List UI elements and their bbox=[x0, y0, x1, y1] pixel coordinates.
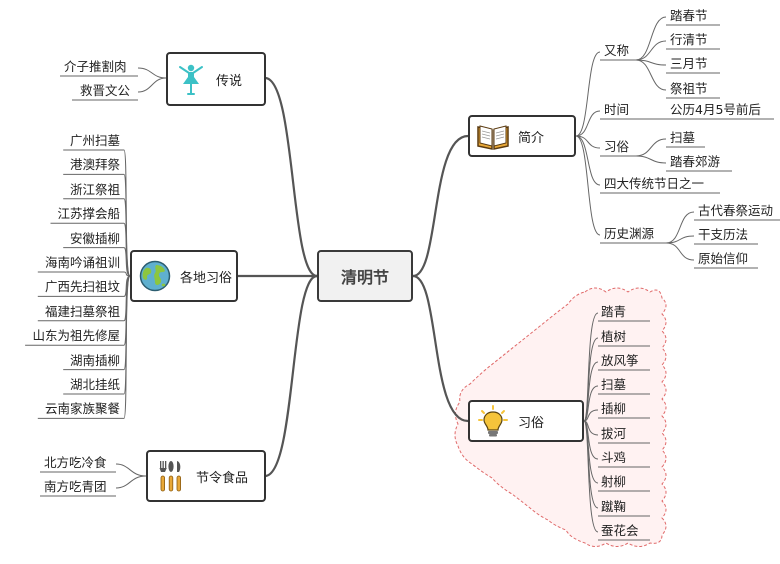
custom-item[interactable]: 扫墓 bbox=[601, 377, 627, 392]
custom-item[interactable]: 射柳 bbox=[601, 474, 627, 489]
intro-topic-four-festivals[interactable]: 四大传统节日之一 bbox=[604, 176, 705, 191]
central-topic[interactable]: 清明节 bbox=[317, 250, 413, 302]
branch-regional[interactable]: 各地习俗 bbox=[130, 250, 238, 302]
branch-legend[interactable]: 传说 bbox=[166, 52, 266, 106]
branch-regional-label: 各地习俗 bbox=[180, 270, 233, 286]
branch-intro-label: 简介 bbox=[518, 130, 545, 146]
time-value[interactable]: 公历4月5号前后 bbox=[670, 102, 761, 117]
intro-topic-origin[interactable]: 历史渊源 bbox=[604, 226, 655, 241]
origin-item[interactable]: 古代春祭运动 bbox=[698, 203, 774, 218]
intro-topic-time[interactable]: 时间 bbox=[604, 102, 630, 117]
origin-item[interactable]: 干支历法 bbox=[698, 227, 749, 242]
globe-icon bbox=[139, 260, 171, 292]
intro-custom-item[interactable]: 踏春郊游 bbox=[670, 154, 721, 169]
custom-item[interactable]: 蹴鞠 bbox=[601, 499, 627, 514]
food-item[interactable]: 南方吃青团 bbox=[44, 479, 107, 494]
regional-item[interactable]: 湖北挂纸 bbox=[69, 377, 120, 392]
custom-item[interactable]: 拔河 bbox=[601, 426, 627, 441]
origin-item[interactable]: 原始信仰 bbox=[698, 251, 749, 266]
regional-item[interactable]: 海南吟诵祖训 bbox=[44, 255, 120, 270]
branch-legend-label: 传说 bbox=[216, 73, 243, 89]
central-topic-label: 清明节 bbox=[340, 268, 389, 287]
youcheng-item[interactable]: 踏春节 bbox=[670, 8, 708, 23]
youcheng-item[interactable]: 祭祖节 bbox=[670, 81, 708, 96]
legend-item[interactable]: 介子推割肉 bbox=[64, 59, 127, 74]
intro-custom-item[interactable]: 扫墓 bbox=[670, 130, 696, 145]
custom-item[interactable]: 植树 bbox=[601, 329, 627, 344]
branch-customs-label: 习俗 bbox=[518, 415, 545, 431]
cutlery-icon bbox=[159, 461, 181, 492]
regional-item[interactable]: 湖南插柳 bbox=[69, 352, 120, 368]
youcheng-item[interactable]: 行清节 bbox=[670, 32, 708, 47]
custom-item[interactable]: 斗鸡 bbox=[601, 450, 627, 465]
regional-item[interactable]: 安徽插柳 bbox=[69, 230, 120, 246]
intro-topic-customs[interactable]: 习俗 bbox=[604, 139, 630, 154]
food-item[interactable]: 北方吃冷食 bbox=[44, 455, 107, 470]
regional-item[interactable]: 云南家族聚餐 bbox=[44, 401, 120, 417]
custom-item[interactable]: 踏青 bbox=[601, 304, 627, 319]
regional-item[interactable]: 浙江祭祖 bbox=[69, 181, 120, 197]
custom-item[interactable]: 放风筝 bbox=[601, 353, 639, 368]
regional-item[interactable]: 山东为祖先修屋 bbox=[32, 328, 120, 344]
legend-item[interactable]: 救晋文公 bbox=[80, 83, 131, 98]
branch-intro[interactable]: 简介 bbox=[468, 115, 576, 157]
branch-food-label: 节令食品 bbox=[196, 470, 249, 486]
custom-item[interactable]: 蚕花会 bbox=[601, 523, 639, 538]
dancer-icon bbox=[179, 64, 203, 95]
branch-food[interactable]: 节令食品 bbox=[146, 450, 266, 502]
lightbulb-icon bbox=[478, 405, 508, 437]
regional-item[interactable]: 福建扫墓祭祖 bbox=[44, 303, 120, 319]
branch-customs[interactable]: 习俗 bbox=[468, 400, 584, 442]
regional-item[interactable]: 广州扫墓 bbox=[69, 133, 120, 148]
regional-item[interactable]: 港澳拜祭 bbox=[69, 157, 120, 173]
open-book-icon bbox=[477, 125, 509, 150]
youcheng-item[interactable]: 三月节 bbox=[670, 56, 708, 71]
custom-item[interactable]: 插柳 bbox=[601, 401, 627, 416]
intro-topic-youcheng[interactable]: 又称 bbox=[604, 43, 630, 58]
regional-item[interactable]: 江苏撑会船 bbox=[57, 206, 120, 222]
regional-item[interactable]: 广西先扫祖坟 bbox=[44, 279, 120, 295]
